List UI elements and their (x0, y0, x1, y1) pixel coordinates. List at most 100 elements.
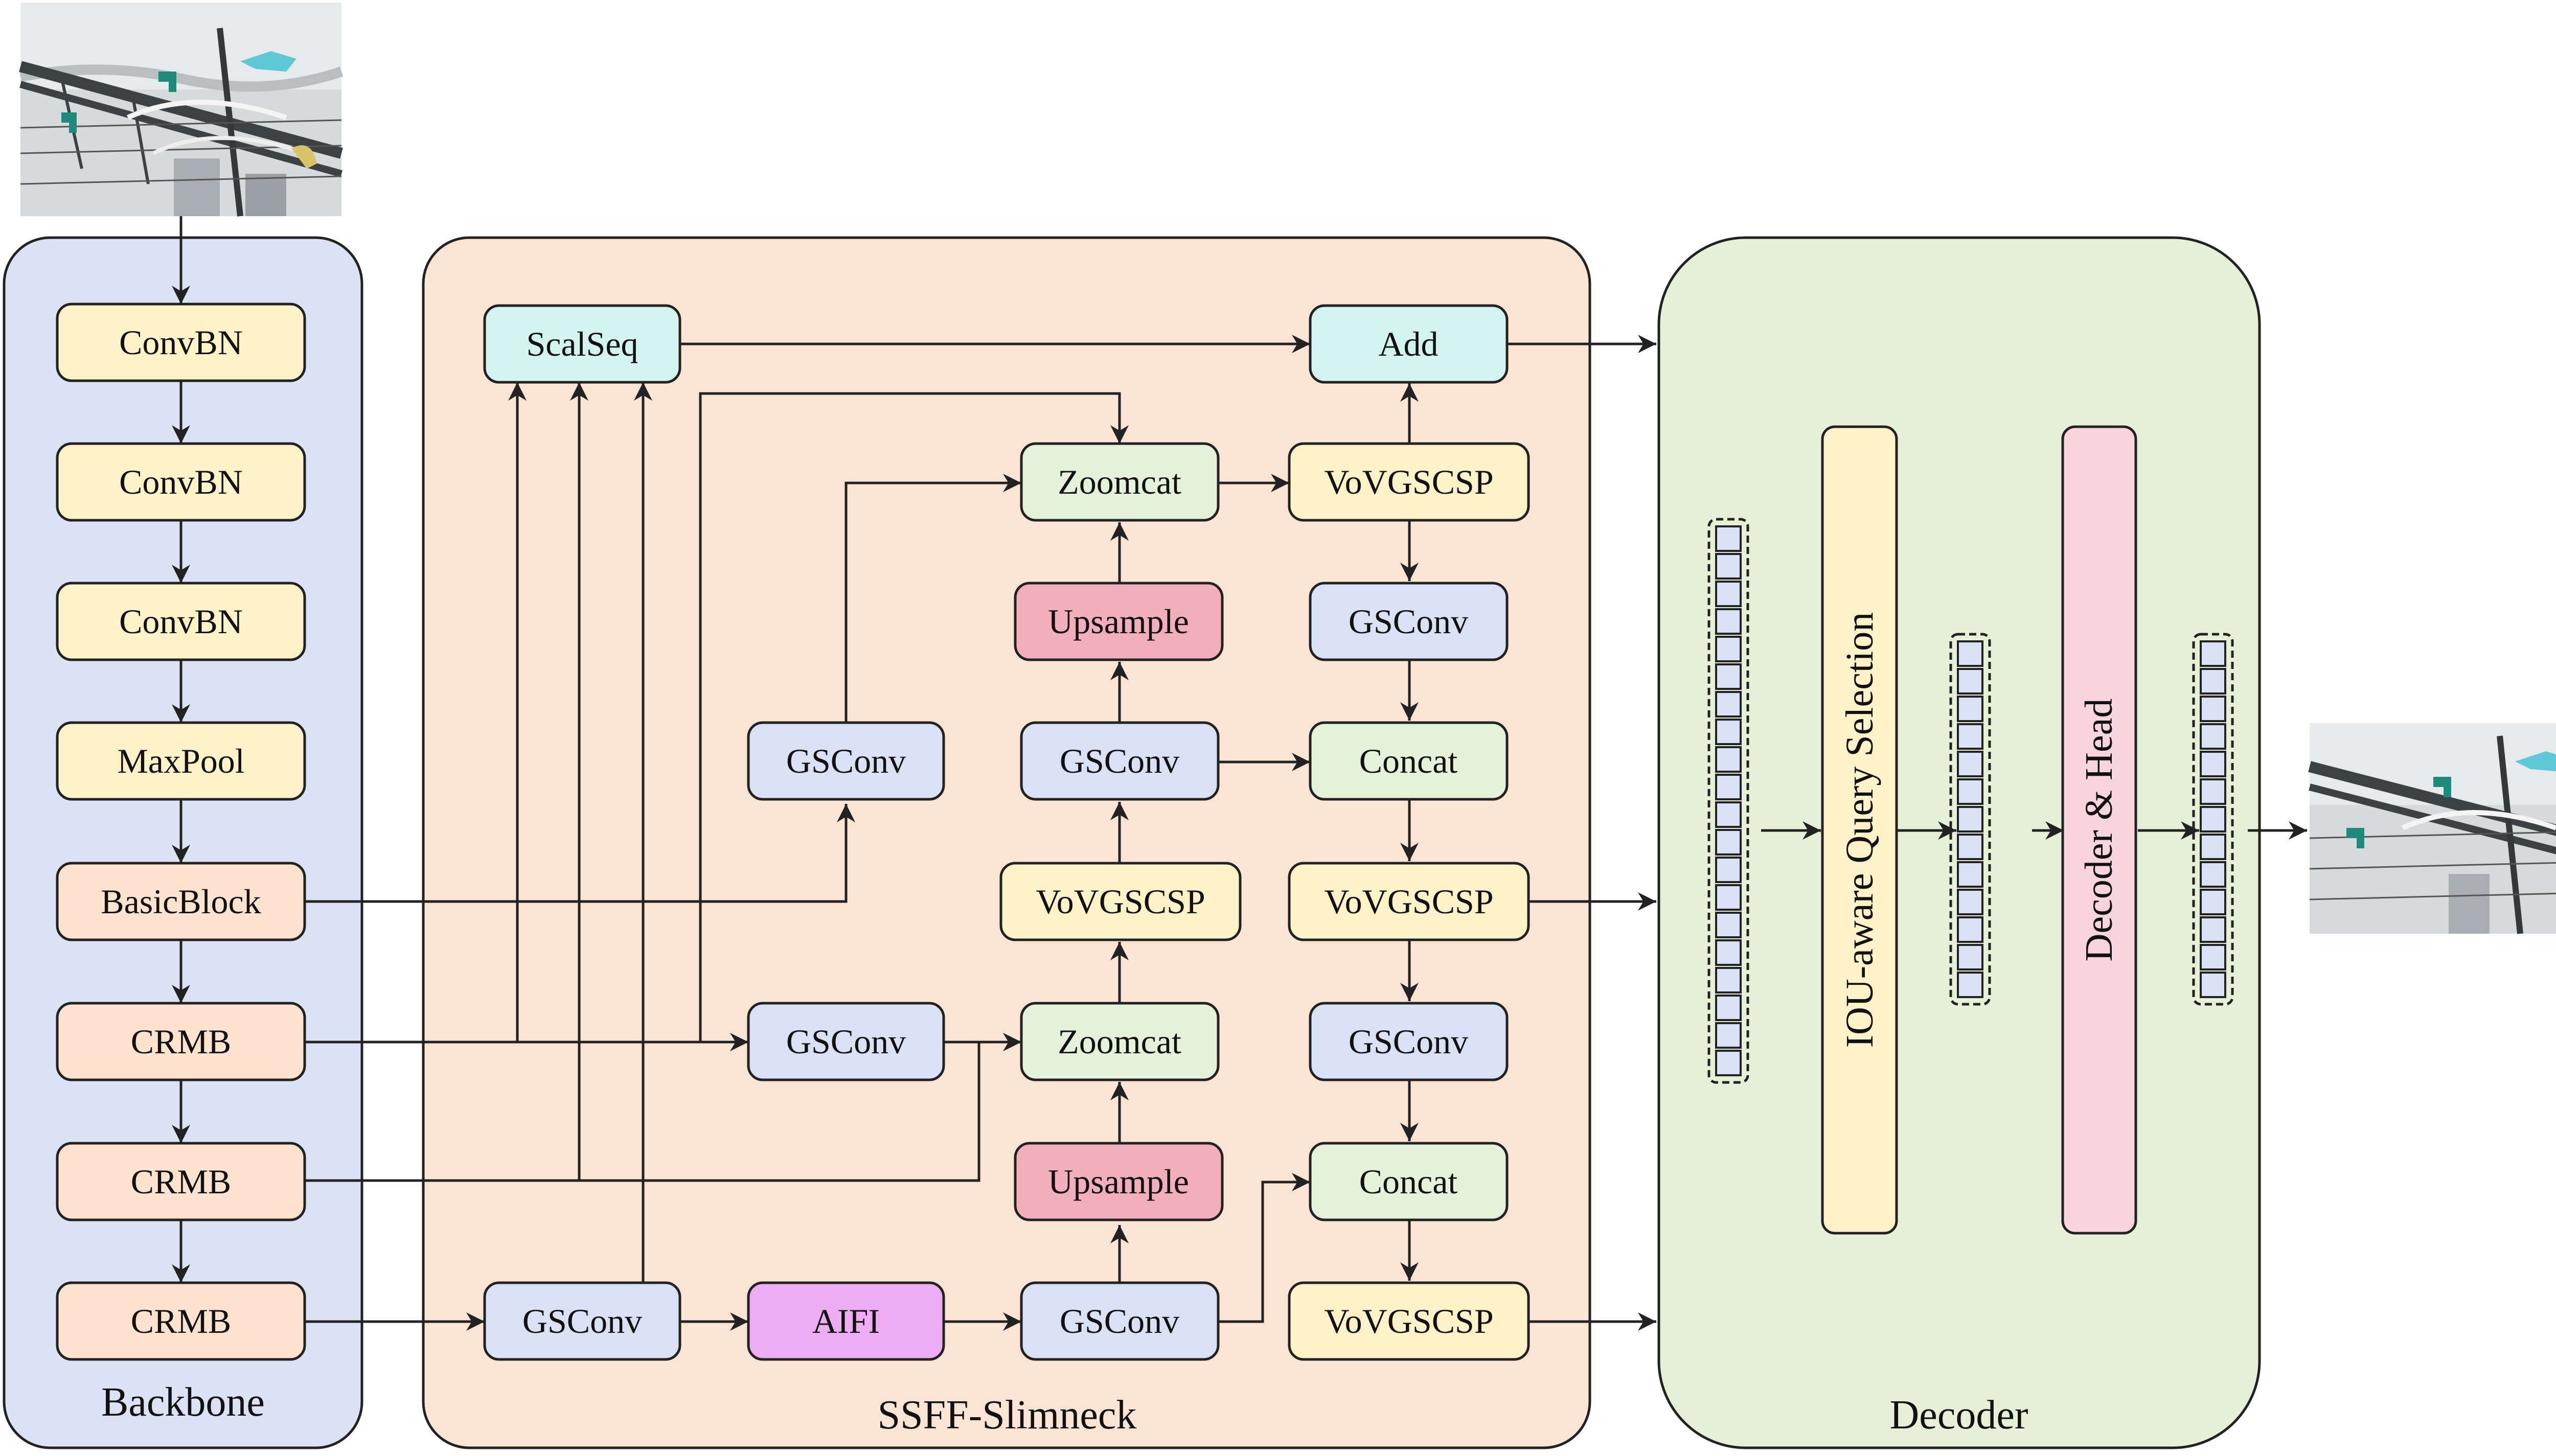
label-concat-bottom: Concat (1359, 1162, 1458, 1201)
label-vovgscsp-mid-right: VoVGSCSP (1324, 882, 1493, 921)
encoder-token-stack (1707, 518, 1749, 1084)
decoder-query-selection (1821, 425, 1898, 1235)
neck-add (1309, 304, 1509, 384)
token-cell (1957, 806, 1983, 833)
label-aifi: AIFI (812, 1302, 880, 1341)
neck-vovgscsp-bottom (1288, 1281, 1530, 1361)
output-token-stack (2192, 633, 2234, 1006)
label-convbn-1: ConvBN (119, 323, 243, 362)
token-cell (1715, 719, 1742, 745)
token-cell (1715, 884, 1742, 911)
neck-vovgscsp-mid-left (999, 862, 1242, 941)
neck-gsconv-right-top (1309, 582, 1509, 661)
neck-upsample-bottom (1014, 1142, 1224, 1221)
token-cell (1715, 967, 1742, 993)
token-cell (1715, 691, 1742, 718)
neck-vovgscsp-top (1288, 442, 1530, 522)
token-cell (1957, 696, 1983, 722)
backbone-convbn-1 (56, 303, 306, 382)
token-cell (1715, 581, 1742, 607)
token-cell (2200, 834, 2226, 860)
backbone-basicblock (56, 862, 306, 941)
neck-panel (422, 236, 1591, 1449)
token-cell (1957, 972, 1983, 998)
token-cell (2200, 751, 2226, 777)
label-gsconv-right-bottom: GSConv (1349, 1022, 1468, 1061)
token-cell (1715, 663, 1742, 690)
label-vovgscsp-top: VoVGSCSP (1324, 463, 1493, 501)
token-cell (2200, 640, 2226, 667)
token-cell (1957, 861, 1983, 888)
neck-gsconv-entry (483, 1281, 681, 1361)
label-query-selection: IOU-aware Query Selection (1838, 612, 1881, 1048)
neck-concat-top (1309, 721, 1509, 801)
label-zoomcat-bottom: Zoomcat (1058, 1022, 1181, 1061)
label-convbn-2: ConvBN (119, 463, 243, 501)
neck-zoomcat-top (1020, 442, 1220, 522)
label-add: Add (1378, 325, 1438, 363)
query-token-stack (1949, 633, 1991, 1006)
label-gsconv-entry: GSConv (522, 1302, 642, 1341)
token-stacks (1707, 518, 2234, 1084)
token-cell (1715, 1050, 1742, 1076)
neck-gsconv-mid (1020, 721, 1220, 801)
label-gsconv-left-bottom: GSConv (786, 1022, 906, 1061)
backbone-crmb-1 (56, 1002, 306, 1081)
backbone-convbn-2 (56, 442, 306, 522)
token-cell (1715, 1022, 1742, 1049)
token-cell (1715, 801, 1742, 828)
label-concat-top: Concat (1359, 742, 1458, 780)
token-cell (1957, 916, 1983, 943)
token-cell (1957, 944, 1983, 970)
neck-concat-bottom (1309, 1142, 1509, 1221)
backbone-panel (3, 236, 363, 1449)
token-cell (2200, 972, 2226, 998)
token-cell (1715, 912, 1742, 938)
label-maxpool: MaxPool (117, 742, 244, 780)
token-cell (1715, 774, 1742, 800)
label-gsconv-left-top: GSConv (786, 742, 906, 780)
token-cell (1957, 640, 1983, 667)
label-zoomcat-top: Zoomcat (1058, 463, 1181, 501)
label-convbn-3: ConvBN (119, 602, 243, 641)
label-vovgscsp-mid-left: VoVGSCSP (1036, 882, 1205, 921)
token-cell (2200, 889, 2226, 915)
neck-gsconv-left-bottom (747, 1002, 945, 1081)
token-cell (2200, 861, 2226, 888)
neck-vovgscsp-mid-right (1288, 862, 1530, 941)
token-cell (1715, 995, 1742, 1021)
backbone-maxpool (56, 721, 306, 801)
backbone-convbn-3 (56, 582, 306, 661)
token-cell (1957, 668, 1983, 695)
token-cell (2200, 668, 2226, 695)
neck-scalseq (483, 304, 681, 384)
neck-aifi (747, 1281, 945, 1361)
label-scalseq: ScalSeq (526, 325, 638, 363)
neck-gsconv-after-aifi (1020, 1281, 1220, 1361)
neck-gsconv-right-bottom (1309, 1002, 1509, 1081)
token-cell (1715, 636, 1742, 662)
token-cell (1957, 723, 1983, 750)
token-cell (1715, 746, 1742, 773)
label-crmb-3: CRMB (131, 1302, 232, 1341)
neck-zoomcat-bottom (1020, 1002, 1220, 1081)
neck-title: SSFF-Slimneck (878, 1393, 1137, 1438)
token-cell (1957, 834, 1983, 860)
label-crmb-1: CRMB (131, 1022, 232, 1061)
label-gsconv-after-aifi: GSConv (1060, 1302, 1179, 1341)
token-cell (1715, 829, 1742, 856)
token-cell (1715, 857, 1742, 883)
backbone-crmb-3 (56, 1281, 306, 1361)
output-image (2308, 723, 2556, 934)
token-cell (2200, 916, 2226, 943)
token-cell (1957, 778, 1983, 805)
token-cell (2200, 778, 2226, 805)
token-cell (1957, 751, 1983, 777)
decoder-title: Decoder (1890, 1393, 2028, 1438)
label-upsample-top: Upsample (1048, 602, 1189, 641)
neck-gsconv-left-top (747, 721, 945, 801)
label-upsample-bottom: Upsample (1048, 1162, 1189, 1201)
token-cell (2200, 806, 2226, 833)
token-cell (1715, 939, 1742, 966)
